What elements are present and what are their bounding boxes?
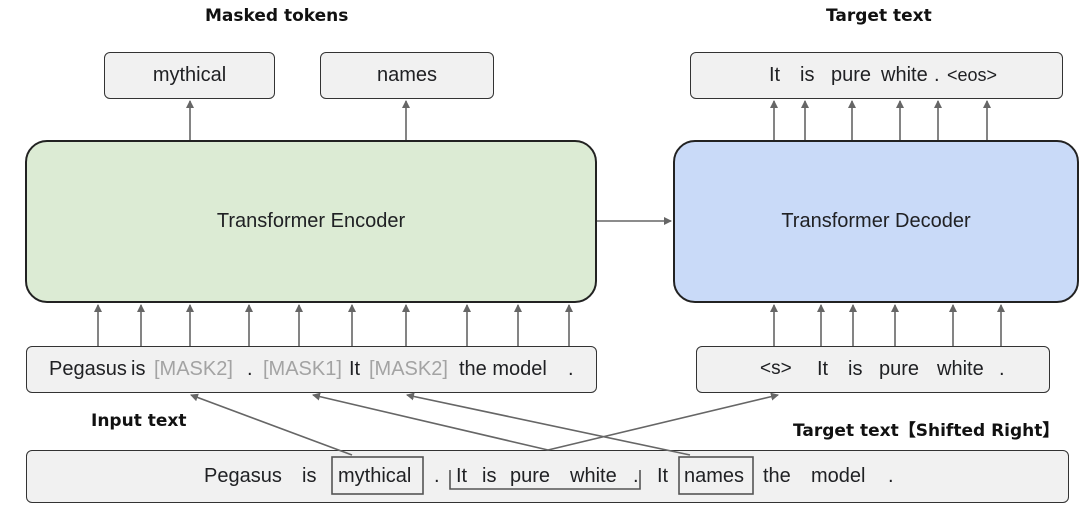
- source-token: .: [633, 464, 639, 487]
- encoder-input-mask-token: [MASK2]: [369, 357, 448, 380]
- source-token: pure: [510, 464, 551, 487]
- target-output-token: <eos>: [947, 64, 998, 85]
- source-token: It: [456, 464, 468, 487]
- target-output-token: white: [881, 63, 928, 86]
- decoder-input-token: .: [999, 357, 1005, 380]
- target-output-token: is: [800, 63, 815, 86]
- source-token: is: [302, 464, 317, 487]
- encoder-input-mask-token: [MASK1]: [263, 357, 342, 380]
- encoder-input-token: Pegasus: [49, 357, 127, 380]
- decoder-input-token: is: [848, 357, 863, 380]
- diagonal-arrow-mythical: [190, 393, 353, 456]
- source-token: white: [570, 464, 617, 487]
- encoder-input-token: .: [568, 357, 574, 380]
- target-output-token: .: [934, 63, 940, 86]
- source-token: is: [482, 464, 497, 487]
- input-text-label: Input text: [91, 411, 187, 431]
- diagonal-arrow-target: [547, 392, 779, 451]
- source-token: model: [811, 464, 866, 487]
- decoder-input-box: <s> It is pure white .: [696, 346, 1050, 393]
- transformer-encoder: Transformer Encoder: [25, 140, 597, 303]
- target-output-token: pure: [831, 63, 872, 86]
- encoder-input-token: is: [131, 357, 146, 380]
- target-output-token: It: [769, 63, 781, 86]
- source-sentence-box: Pegasus is mythical . It is pure white .…: [26, 450, 1069, 503]
- source-token: the: [763, 464, 791, 487]
- masked-output-mythical: mythical: [104, 52, 275, 99]
- decoder-input-token: pure: [879, 357, 920, 380]
- masked-tokens-label: Masked tokens: [205, 6, 349, 26]
- source-token: .: [434, 464, 440, 487]
- masked-output-names: names: [320, 52, 494, 99]
- transformer-decoder: Transformer Decoder: [673, 140, 1079, 303]
- encoder-input-mask-token: [MASK2]: [154, 357, 233, 380]
- source-token: Pegasus: [204, 464, 282, 487]
- encoder-input-token: .: [247, 357, 253, 380]
- decoder-input-token: It: [817, 357, 829, 380]
- encoder-input-token: It: [349, 357, 361, 380]
- target-output-box: It is pure white . <eos>: [690, 52, 1063, 99]
- encoder-input-box: Pegasus is [MASK2] . [MASK1] It [MASK2] …: [26, 346, 597, 393]
- source-token: .: [888, 464, 894, 487]
- target-shifted-label: Target text【Shifted Right】: [793, 421, 1060, 441]
- sentence-bracket: [449, 470, 641, 490]
- encoder-input-token: the model: [459, 357, 547, 380]
- diagonal-arrow-sentence: [312, 392, 549, 451]
- source-token-mythical: mythical: [338, 464, 412, 487]
- source-token-names: names: [684, 464, 745, 487]
- decoder-input-token: <s>: [760, 357, 792, 379]
- diagonal-arrow-names: [406, 392, 691, 456]
- mythical-highlight-box: [331, 456, 424, 495]
- target-text-label: Target text: [826, 6, 932, 26]
- decoder-input-token: white: [937, 357, 984, 380]
- source-token: It: [657, 464, 669, 487]
- names-highlight-box: [678, 456, 754, 495]
